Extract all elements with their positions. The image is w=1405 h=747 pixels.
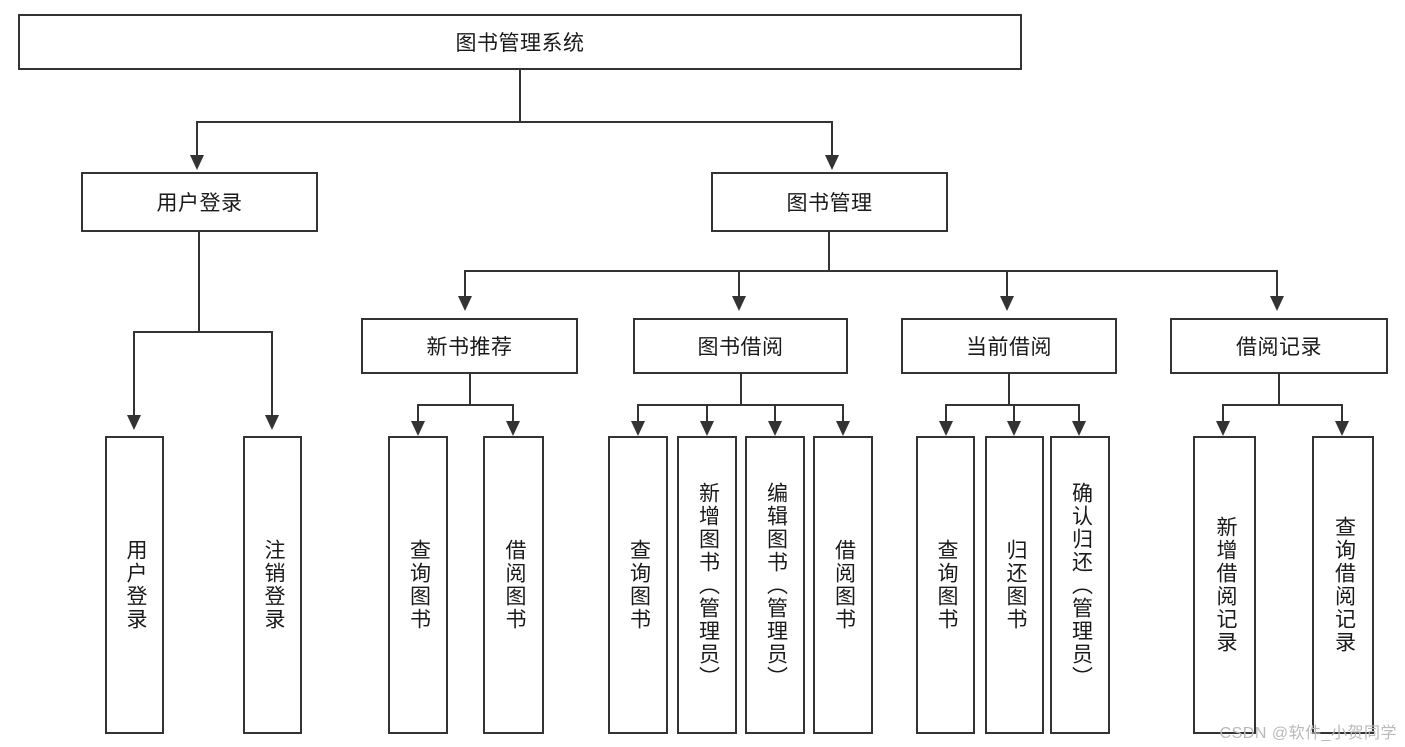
node-label: 借阅图书 xyxy=(502,539,526,631)
edge-current-to-leaf-9 xyxy=(1013,404,1015,423)
node-label: 当前借阅 xyxy=(966,336,1052,359)
arrow-borrow-to-leaf-4 xyxy=(631,421,645,436)
edge-root-to-login xyxy=(196,121,198,157)
arrow-recommend-to-leaf-3 xyxy=(506,421,520,436)
edge-borrow-bus xyxy=(637,404,844,406)
node-label: 借阅图书 xyxy=(832,539,856,631)
arrow-current-to-leaf-8 xyxy=(939,421,953,436)
node-label: 查询图书 xyxy=(934,539,958,631)
arrow-login-to-leaf-1 xyxy=(265,415,279,430)
arrow-borrow-to-leaf-6 xyxy=(768,421,782,436)
edge-records-stem xyxy=(1278,374,1280,406)
leaf-query-book-borrow[interactable]: 查询图书 xyxy=(608,436,668,734)
node-label: 新增借阅记录 xyxy=(1213,516,1237,654)
arrow-records-to-leaf-12 xyxy=(1335,421,1349,436)
edge-recommend-stem xyxy=(469,374,471,406)
leaf-return-book[interactable]: 归还图书 xyxy=(985,436,1044,734)
leaf-add-book-admin[interactable]: 新增图书（管理员） xyxy=(677,436,737,734)
arrow-borrow-to-leaf-5 xyxy=(700,421,714,436)
node-label: 新增图书（管理员） xyxy=(696,481,720,689)
edge-borrow-to-leaf-4 xyxy=(637,404,639,423)
edge-recommend-to-leaf-2 xyxy=(417,404,419,423)
edge-borrow-to-leaf-6 xyxy=(774,404,776,423)
node-label: 用户登录 xyxy=(123,539,147,631)
leaf-borrow-book-recommend[interactable]: 借阅图书 xyxy=(483,436,544,734)
leaf-query-book-current[interactable]: 查询图书 xyxy=(916,436,975,734)
edge-current-bus xyxy=(945,404,1080,406)
edge-current-stem xyxy=(1008,374,1010,406)
leaf-query-book-recommend[interactable]: 查询图书 xyxy=(388,436,448,734)
arrow-bookmgmt-to-l3-3 xyxy=(1270,296,1284,311)
node-label: 查询借阅记录 xyxy=(1332,516,1356,654)
node-label: 用户登录 xyxy=(156,192,243,215)
arrow-bookmgmt-to-l3-1 xyxy=(732,296,746,311)
node-label: 图书管理系统 xyxy=(455,32,585,55)
edge-records-to-leaf-11 xyxy=(1222,404,1224,423)
edge-bookmgmt-stem xyxy=(828,232,830,272)
node-label: 图书借阅 xyxy=(697,336,784,359)
node-label: 确认归还（管理员） xyxy=(1069,481,1093,689)
edge-root-to-bookmgmt xyxy=(831,121,833,157)
edge-current-to-leaf-8 xyxy=(945,404,947,423)
node-current-borrow[interactable]: 当前借阅 xyxy=(901,318,1117,374)
arrow-records-to-leaf-11 xyxy=(1216,421,1230,436)
edge-login-stem xyxy=(198,232,200,333)
edge-borrow-stem xyxy=(740,374,742,406)
node-label: 图书管理 xyxy=(786,192,873,215)
edge-records-bus xyxy=(1222,404,1343,406)
watermark-text: CSDN @软件_小贺同学 xyxy=(1219,725,1397,742)
edge-bookmgmt-to-l3-0 xyxy=(464,270,466,298)
leaf-borrow-book[interactable]: 借阅图书 xyxy=(813,436,873,734)
node-label: 借阅记录 xyxy=(1236,336,1322,359)
node-label: 查询图书 xyxy=(627,539,651,631)
edge-root-bus xyxy=(196,121,833,123)
node-book-borrow[interactable]: 图书借阅 xyxy=(633,318,848,374)
node-label: 注销登录 xyxy=(261,539,285,631)
arrow-current-to-leaf-10 xyxy=(1072,421,1086,436)
edge-bookmgmt-to-l3-1 xyxy=(738,270,740,298)
node-new-book-recommend[interactable]: 新书推荐 xyxy=(361,318,578,374)
arrow-bookmgmt-to-l3-0 xyxy=(458,296,472,311)
leaf-confirm-return-admin[interactable]: 确认归还（管理员） xyxy=(1050,436,1110,734)
leaf-query-borrow-record[interactable]: 查询借阅记录 xyxy=(1312,436,1374,734)
arrow-borrow-to-leaf-7 xyxy=(836,421,850,436)
arrow-bookmgmt-to-l3-2 xyxy=(1000,296,1014,311)
leaf-logout[interactable]: 注销登录 xyxy=(243,436,302,734)
leaf-user-login[interactable]: 用户登录 xyxy=(105,436,164,734)
arrow-current-to-leaf-9 xyxy=(1007,421,1021,436)
edge-bookmgmt-bus xyxy=(464,270,1278,272)
leaf-edit-book-admin[interactable]: 编辑图书（管理员） xyxy=(745,436,805,734)
edge-borrow-to-leaf-7 xyxy=(842,404,844,423)
arrow-root-to-bookmgmt xyxy=(825,155,839,170)
edge-login-bus xyxy=(133,331,272,333)
node-label: 新书推荐 xyxy=(426,336,513,359)
node-user-login[interactable]: 用户登录 xyxy=(81,172,318,232)
node-label: 归还图书 xyxy=(1003,539,1027,631)
edge-borrow-to-leaf-5 xyxy=(706,404,708,423)
edge-bookmgmt-to-l3-3 xyxy=(1276,270,1278,298)
leaf-add-borrow-record[interactable]: 新增借阅记录 xyxy=(1193,436,1256,734)
node-book-management[interactable]: 图书管理 xyxy=(711,172,948,232)
edge-root-stem xyxy=(519,70,521,123)
arrow-root-to-login xyxy=(190,155,204,170)
node-root-system[interactable]: 图书管理系统 xyxy=(18,14,1022,70)
edge-recommend-bus xyxy=(417,404,514,406)
edge-login-to-leaf-0 xyxy=(133,331,135,417)
edge-records-to-leaf-12 xyxy=(1341,404,1343,423)
edge-bookmgmt-to-l3-2 xyxy=(1006,270,1008,298)
edge-login-to-leaf-1 xyxy=(271,331,273,417)
edge-current-to-leaf-10 xyxy=(1078,404,1080,423)
arrow-login-to-leaf-0 xyxy=(127,415,141,430)
node-label: 编辑图书（管理员） xyxy=(764,481,788,689)
edge-recommend-to-leaf-3 xyxy=(512,404,514,423)
arrow-recommend-to-leaf-2 xyxy=(411,421,425,436)
node-borrow-records[interactable]: 借阅记录 xyxy=(1170,318,1388,374)
node-label: 查询图书 xyxy=(407,539,431,631)
